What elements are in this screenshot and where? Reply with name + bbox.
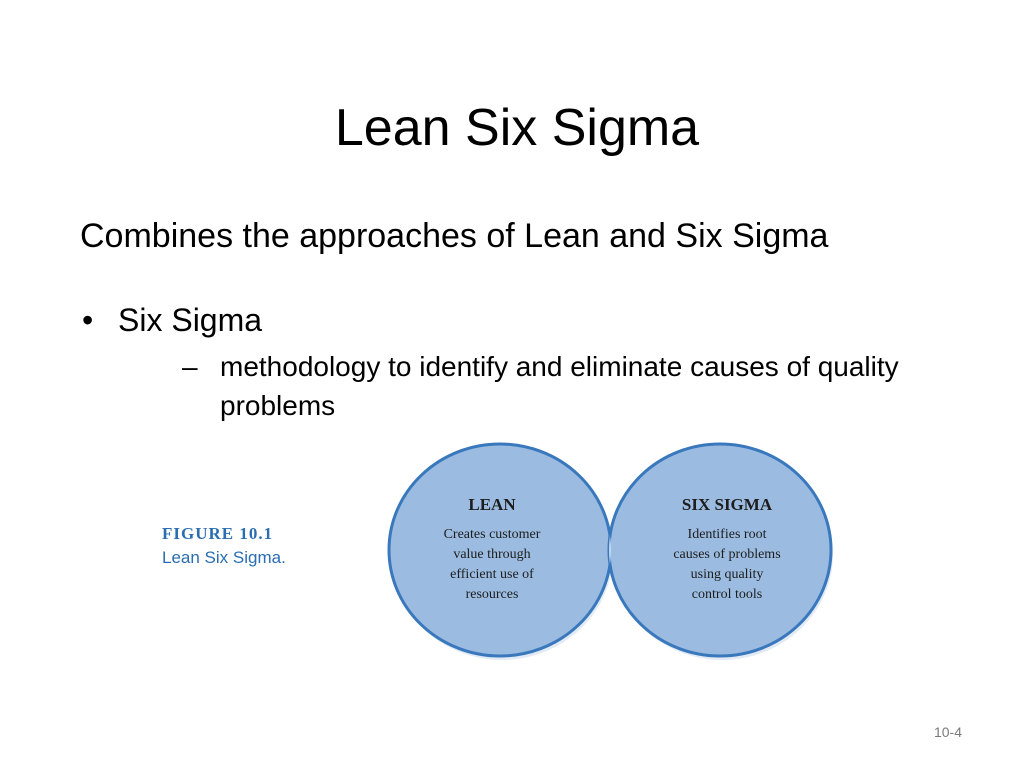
venn-right-line: control tools	[692, 587, 762, 602]
slide-title: Lean Six Sigma	[334, 99, 700, 157]
bullet-six-sigma: • Six Sigma	[82, 300, 262, 340]
venn-left-line: value through	[453, 547, 530, 562]
bullet-label: Six Sigma	[118, 302, 263, 338]
sub-bullet-text: methodology to identify and eliminate ca…	[220, 351, 899, 421]
venn-right-line: Identifies root	[688, 527, 767, 542]
sub-bullet-marker: –	[182, 351, 198, 382]
venn-right-title: SIX SIGMA	[682, 495, 773, 514]
figure-number: FIGURE 10.1	[162, 524, 274, 543]
venn-diagram: LEAN Creates customer value through effi…	[385, 442, 845, 664]
page-number: 10-4	[933, 724, 962, 740]
venn-right-line: using quality	[691, 567, 764, 582]
figure-caption: FIGURE 10.1 Lean Six Sigma.	[162, 522, 286, 570]
intro-text: Combines the approaches of Lean and Six …	[80, 217, 829, 255]
bullet-marker: •	[82, 302, 94, 338]
venn-right-line: causes of problems	[673, 547, 780, 562]
venn-left-line: Creates customer	[444, 527, 541, 542]
venn-left-line: efficient use of	[450, 567, 534, 582]
sub-bullet-methodology: – methodology to identify and eliminate …	[182, 347, 962, 425]
venn-left-line: resources	[466, 587, 519, 602]
venn-left-title: LEAN	[468, 495, 516, 514]
figure-name: Lean Six Sigma.	[162, 548, 286, 567]
